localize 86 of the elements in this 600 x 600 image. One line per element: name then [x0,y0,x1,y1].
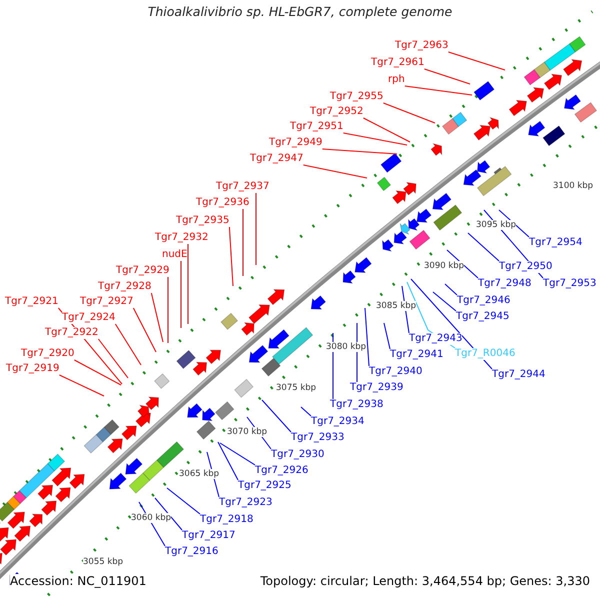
leader-line [384,322,390,350]
leader-line [242,208,244,276]
leader-line [432,292,456,312]
gene-label: Tgr7_2939 [350,382,404,394]
gene-label: rph [388,74,405,86]
leader-line [364,308,370,366]
leader-line [262,400,292,432]
leader-line [132,308,156,352]
leader-line [58,374,104,396]
scale-label: 3065 kbp [179,469,220,479]
leader-line [382,102,436,124]
leader-line [300,406,312,416]
gene-label: Tgr7_2940 [369,366,422,378]
accession-text: Accession: NC_011901 [10,574,146,588]
leader-line [154,498,182,530]
leader-line [150,292,164,342]
title: Thioalkalivibrio sp. HL-EbGR7, complete genome [146,6,454,18]
gene-label: Tgr7_2951 [290,121,344,133]
gene-label: Tgr7_2948 [478,278,532,290]
leader-line [424,68,470,84]
gene-label: Tgr7_2953 [543,278,596,290]
leader-line [98,338,128,378]
scale-label: 3090 kbp [424,261,464,271]
gene-label: Tgr7_2933 [291,432,344,444]
gene-label: Tgr7_2946 [457,295,510,307]
leader-line [218,442,238,480]
gene-label: Tgr7_2916 [165,546,218,558]
leader-line [180,260,182,328]
gene-label: Tgr7_2963 [395,40,448,52]
gene-label: Tgr7_2924 [62,312,116,324]
genome-info-text: Topology: circular; Length: 3,464,554 bp; Genes: 3,330 [260,574,590,588]
scale-label: 3055 kbp [83,557,124,567]
gene-label: Tgr7_2947 [250,153,304,165]
leader-line [404,86,472,96]
leader-line [166,488,200,514]
gene-label: Tgr7_2922 [45,327,98,339]
leader-line [362,118,410,142]
scale-label: 3085 kbp [376,301,416,311]
leader-line [448,52,506,70]
gene-label: Tgr7_2920 [21,348,74,360]
leader-line [498,210,530,238]
gene-label: Tgr7_2950 [499,261,552,273]
gene-label: Tgr7_2938 [330,399,384,411]
gene-label: Tgr7_2919 [6,363,60,375]
scale-label: 3095 kbp [476,220,516,230]
gene-label: Tgr7_2926 [255,465,308,477]
leader-line [74,360,122,386]
scale-label: 3075 kbp [276,383,316,393]
leader-line [444,284,458,296]
scale-label: 3060 kbp [131,513,172,523]
gene-label: Tgr7_2918 [200,514,254,526]
gene-label: Tgr7_2929 [116,265,170,277]
leader-line [228,226,234,286]
leader-line [114,324,142,366]
gene-label: Tgr7_2952 [310,106,364,118]
gene-label: Tgr7_2941 [390,349,444,361]
gene-label: Tgr7_2917 [182,530,236,542]
gene-label: Tgr7_2943 [409,333,462,345]
scale-label: 3080 kbp [326,342,366,352]
gene-label: Tgr7_2935 [176,215,230,227]
gene-label: Tgr7_2937 [216,181,270,193]
gene-label: Tgr7_2949 [269,137,322,149]
gene-label: Tgr7_2945 [456,311,510,323]
leader-line [220,442,256,466]
gene-label: Tgr7_2925 [238,480,292,492]
gene-label: Tgr7_2936 [196,197,250,209]
leader-line [446,250,478,278]
gene-label: Tgr7_2934 [311,416,364,428]
leader-line [410,278,492,370]
scale-label: 3070 kbp [227,427,268,437]
gene-label: Tgr7_2928 [98,281,152,293]
gene-label: Tgr7_2954 [529,237,582,249]
leader-line [322,148,398,154]
gene-label: Tgr7_2932 [155,232,208,244]
gene-label: Tgr7_2923 [219,497,272,509]
gene-label: Tgr7_2961 [371,57,424,69]
gene-label: Tgr7_2955 [330,91,384,103]
gene-label: Tgr7_R0046 [455,348,516,360]
leader-line [302,164,368,178]
leader-line [468,232,500,262]
gene-label: Tgr7_2930 [271,449,324,461]
leader-line [342,132,408,146]
gene-label: Tgr7_2944 [492,369,546,381]
gene-label: Tgr7_2921 [5,296,58,308]
gene-label: Tgr7_2927 [80,296,134,308]
scale-label: 3100 kbp [553,181,594,191]
